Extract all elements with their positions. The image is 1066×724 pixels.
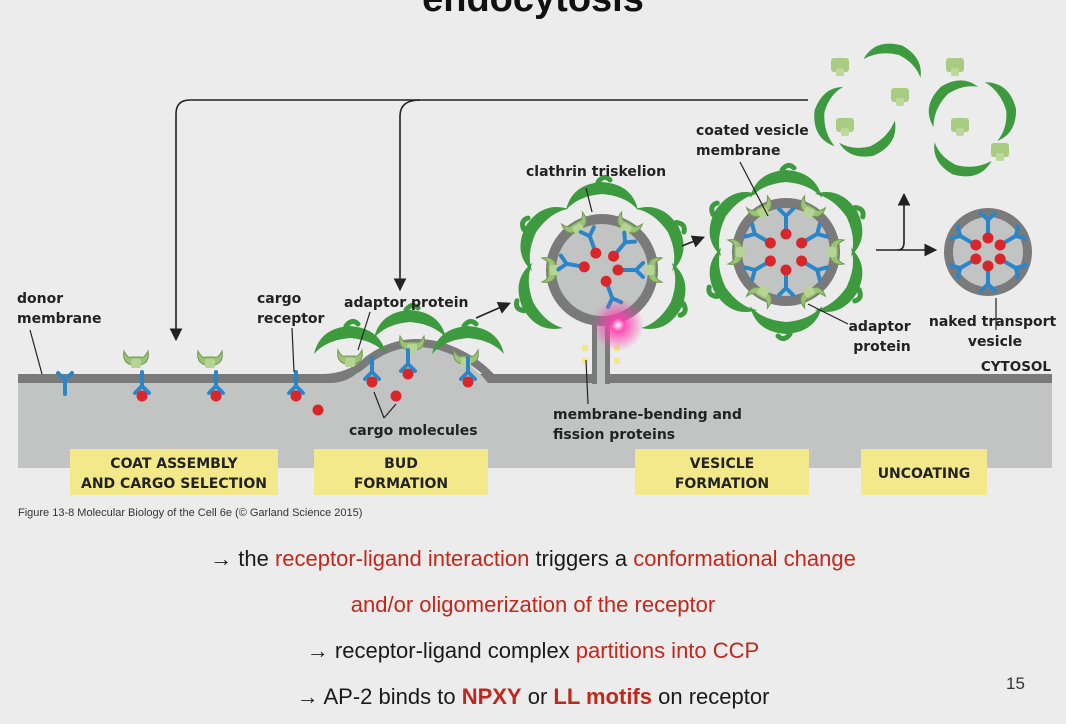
- coated-vesicle: [693, 165, 879, 338]
- bullet-text: triggers a: [529, 546, 634, 571]
- bullet-highlight: LL motifs: [553, 684, 652, 709]
- bullet-highlight: NPXY: [461, 684, 522, 709]
- bullet-text: on receptor: [652, 684, 770, 709]
- label-naked-transport-vesicle: naked transport vesicle: [929, 314, 1061, 350]
- bullet-text: or: [521, 684, 554, 709]
- label-adaptor-protein-top: adaptor protein: [344, 295, 469, 311]
- stage-uncoating: UNCOATING: [861, 449, 987, 495]
- bullet-line: → receptor-ligand complex partitions int…: [0, 632, 1066, 678]
- released-coat-pieces: [809, 34, 1021, 186]
- membrane-surface: [18, 374, 1052, 383]
- bullet-highlight: and/or oligomerization of the receptor: [350, 592, 716, 617]
- bullet-text: → the: [210, 546, 275, 571]
- label-cargo-molecules: cargo molecules: [349, 423, 478, 439]
- bullet-text: → receptor-ligand complex: [306, 638, 576, 663]
- bullet-list: → the receptor-ligand interaction trigge…: [0, 540, 1066, 724]
- label-cytosol: CYTOSOL: [981, 359, 1052, 375]
- bullet-line: → the receptor-ligand interaction trigge…: [0, 540, 1066, 586]
- label-membrane-bending: membrane-bending and fission proteins: [553, 407, 747, 443]
- bullet-text: → AP-2 binds to: [296, 684, 462, 709]
- bullet-highlight: receptor-ligand interaction: [274, 546, 530, 571]
- recycle-arrow-1: [169, 99, 808, 342]
- label-donor-membrane: donor membrane: [17, 291, 102, 327]
- label-adaptor-protein-right: adaptor protein: [848, 319, 915, 355]
- figure-caption: Figure 13-8 Molecular Biology of the Cel…: [18, 507, 363, 519]
- recycle-arrow-2: [393, 99, 421, 292]
- bullet-line: and/or oligomerization of the receptor: [0, 586, 1066, 632]
- page-number: 15: [1006, 674, 1025, 693]
- bullet-highlight: conformational change: [633, 546, 856, 571]
- bullet-line: → AP-2 binds to NPXY or LL motifs on rec…: [0, 678, 1066, 724]
- label-coated-vesicle-membrane: coated vesicle membrane: [696, 123, 814, 159]
- slide-title: endocytosis: [0, 0, 1066, 21]
- budding-vesicle: [503, 177, 701, 384]
- svg-text:UNCOATING: UNCOATING: [878, 466, 971, 482]
- endocytosis-figure: donor membrane cargo receptor adaptor pr…: [17, 34, 1061, 495]
- bullet-highlight: partitions into CCP: [575, 638, 760, 663]
- naked-vesicle: [944, 208, 1032, 296]
- label-clathrin-triskelion: clathrin triskelion: [526, 164, 666, 180]
- label-cargo-receptor: cargo receptor: [257, 291, 325, 327]
